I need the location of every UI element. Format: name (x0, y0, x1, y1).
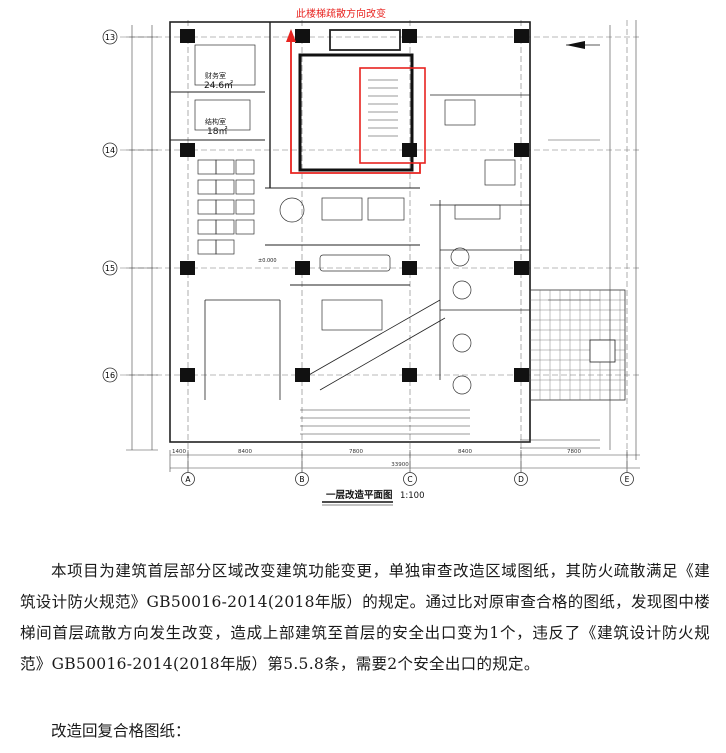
room-name-label: 财务室 (205, 71, 226, 80)
evacuation-change-label: 此楼梯疏散方向改变 (296, 7, 386, 20)
drawing-scale: 1:100 (400, 491, 425, 501)
floor-plan-drawing: 13 14 15 16 (102, 7, 640, 506)
column-axis-markers: A B C D E (181, 472, 634, 486)
axis-label-col: B (299, 475, 304, 484)
evacuation-change-annotation: 此楼梯疏散方向改变 (286, 7, 426, 174)
article-body: 本项目为建筑首层部分区域改变建筑功能变更，单独审查改造区域图纸，其防火疏散满足《… (20, 556, 710, 747)
axis-label-col: C (407, 475, 412, 484)
structural-columns (180, 29, 529, 382)
total-dimension-label: 33900 (391, 462, 409, 468)
row-axis-markers: 13 14 15 16 (102, 29, 118, 383)
axis-label-row-2: 14 (105, 146, 115, 155)
dimension-label: 8400 (458, 449, 472, 455)
dimension-label: 8400 (238, 449, 252, 455)
dimension-labels: 1400 8400 7800 8400 7800 33900 (172, 449, 581, 468)
elevation-label: ±0.000 (258, 258, 277, 264)
dimension-label: 7800 (349, 449, 363, 455)
bottom-dimension-chain (169, 450, 640, 472)
entrance-steps (300, 409, 600, 449)
axis-label-row-3: 15 (105, 264, 115, 273)
room-labels: 财务室 24.6㎡ 结构室 18㎡ ±0.000 (204, 71, 277, 264)
axis-label-col: D (518, 475, 524, 484)
north-arrow-icon (566, 41, 600, 49)
axis-grid (120, 20, 640, 475)
revision-note: 改造回复合格图纸： (51, 722, 191, 740)
axis-label-row-1: 13 (105, 33, 115, 42)
meeting-tables (279, 99, 516, 395)
axis-label-col: E (625, 475, 630, 484)
dimension-label: 1400 (172, 449, 186, 455)
drawing-title-block: 一层改造平面图 1:100 (322, 489, 425, 506)
axis-label-col: A (185, 475, 191, 484)
workstation-desks (194, 44, 256, 255)
right-facade (548, 20, 637, 460)
axis-label-row-4: 16 (105, 371, 115, 380)
hatched-terrace (529, 289, 626, 401)
drawing-title: 一层改造平面图 (326, 489, 393, 501)
review-paragraph: 本项目为建筑首层部分区域改变建筑功能变更，单独审查改造区域图纸，其防火疏散满足《… (20, 562, 710, 673)
left-dimension-chain (126, 25, 158, 451)
dimension-label: 7800 (567, 449, 581, 455)
room-name-label: 结构室 (205, 117, 226, 126)
room-area-label: 24.6㎡ (204, 80, 233, 91)
room-area-label: 18㎡ (207, 126, 227, 137)
stair-core (298, 29, 414, 172)
